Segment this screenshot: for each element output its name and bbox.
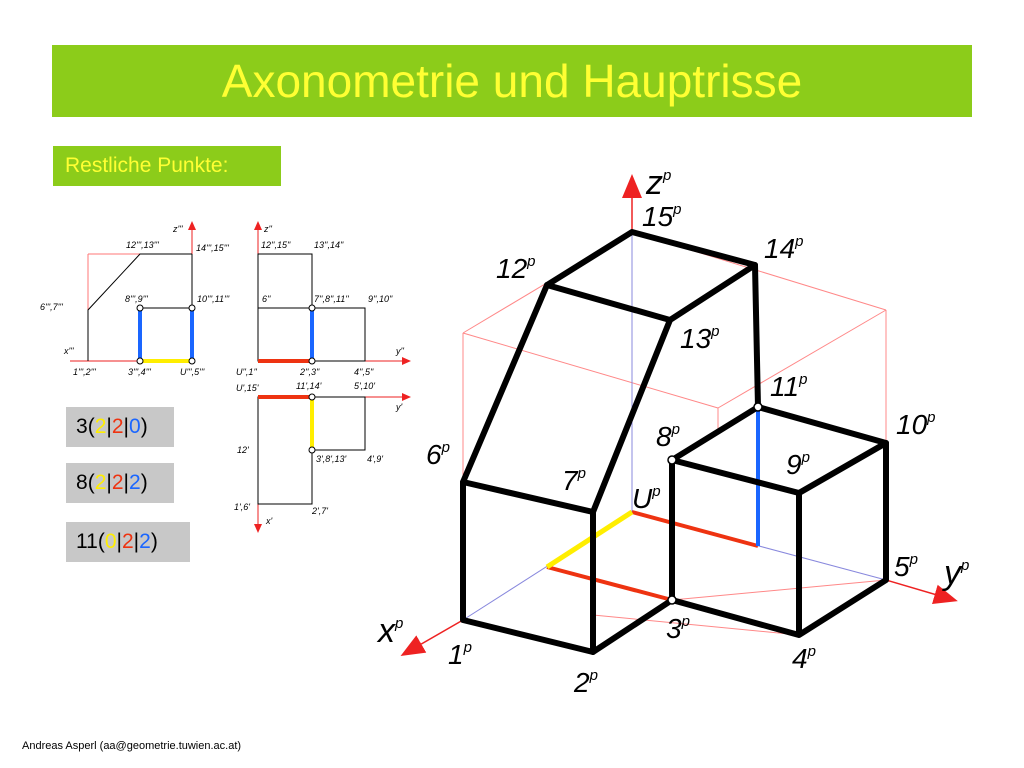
coord-z: 2 <box>139 530 151 553</box>
coord-y: 2 <box>111 415 124 438</box>
point-label: 5',10' <box>354 381 375 391</box>
point-label-8: 8p <box>656 421 680 452</box>
coord-z: 2 <box>129 471 141 494</box>
point-label: 8''',9''' <box>125 294 148 304</box>
coord-x: 0 <box>104 530 117 553</box>
side-outline <box>87 253 192 361</box>
point-label-14: 14p <box>764 233 804 264</box>
coord-box-point-11: 11(0|2|2) <box>66 522 190 562</box>
red-edge <box>631 510 759 548</box>
point-label-15: 15p <box>642 201 682 232</box>
point-marker <box>308 393 316 401</box>
point-label-10: 10p <box>896 409 936 440</box>
axis-label-x: xp <box>376 612 403 650</box>
point-label: 11',14' <box>296 381 322 391</box>
point-label: 4'',5'' <box>354 367 374 377</box>
axis-label-x: x''' <box>63 346 74 356</box>
point-marker <box>308 446 316 454</box>
front-view: z'' y'' 12'',15'' 13'',14'' 6'' 7'',8'',… <box>236 221 411 377</box>
y-axis <box>885 579 958 604</box>
point-label-11: 11p <box>770 371 807 402</box>
point-marker <box>188 304 196 312</box>
coord-z: 0 <box>129 415 141 438</box>
coord-box-point-8: 8(2|2|2) <box>66 463 174 503</box>
point-marker <box>136 357 144 365</box>
top-outline <box>311 396 366 451</box>
yellow-edge <box>545 509 634 570</box>
point-label: 1',6' <box>234 502 250 512</box>
x-axis <box>400 619 464 656</box>
point-marker <box>667 455 677 465</box>
solid-edges <box>460 229 889 655</box>
point-label: 10''',11''' <box>197 294 229 304</box>
coord-label: 8 <box>76 471 88 494</box>
axonometric-view: zp yp xp 15p 14p 12p 13p 11p 10p 8p 6p 9… <box>376 164 969 698</box>
coord-y: 2 <box>121 530 134 553</box>
coord-label: 3 <box>76 415 88 438</box>
point-label: 4',9' <box>367 454 383 464</box>
point-label: 1''',2''' <box>73 367 96 377</box>
point-label-9: 9p <box>786 449 810 480</box>
subtitle-box: Restliche Punkte: <box>53 146 281 186</box>
point-label-7: 7p <box>562 465 586 496</box>
point-label: 13'',14'' <box>314 240 344 250</box>
point-label: 12''',13''' <box>126 240 159 250</box>
coord-box-point-3: 3(2|2|0) <box>66 407 174 447</box>
point-label: U'',1'' <box>236 367 257 377</box>
point-marker <box>308 357 316 365</box>
point-marker <box>136 304 144 312</box>
point-label: 6'' <box>262 294 271 304</box>
point-label: 2'',3'' <box>299 367 320 377</box>
point-label-13: 13p <box>680 323 720 354</box>
axis-label-x: x' <box>265 516 273 526</box>
front-outline <box>311 307 366 362</box>
axis-label-z: zp <box>645 164 671 202</box>
point-label-2: 2p <box>573 667 598 698</box>
top-view: y' x' U',15' 11',14' 5',10' 12' 3',8',13… <box>234 381 411 533</box>
point-label: U''',5''' <box>180 367 205 377</box>
point-label: 2',7' <box>311 506 328 516</box>
point-label: U',15' <box>236 383 259 393</box>
point-marker <box>753 402 763 412</box>
point-label-1: 1p <box>448 639 472 670</box>
point-marker <box>188 357 196 365</box>
point-marker <box>667 595 677 605</box>
subtitle-text: Restliche Punkte: <box>65 154 229 177</box>
point-label: 14''',15''' <box>196 243 229 253</box>
top-outline <box>257 396 313 505</box>
point-label: 6''',7''' <box>40 302 63 312</box>
point-label: 12'',15'' <box>261 240 291 250</box>
coord-y: 2 <box>111 471 124 494</box>
side-view: z''' x''' 12''',13''' 14''',15''' 6''',7… <box>40 221 229 377</box>
point-label: 12' <box>237 445 249 455</box>
axis-label-z: z''' <box>172 224 183 234</box>
point-marker <box>308 304 316 312</box>
footer-credit: Andreas Asperl (aa@geometrie.tuwien.ac.a… <box>22 740 242 752</box>
coord-label: 11 <box>76 530 98 553</box>
point-label: 9'',10'' <box>368 294 393 304</box>
axis-label-y: y'' <box>395 346 404 356</box>
title-banner: Axonometrie und Hauptrisse <box>52 45 972 117</box>
point-label-4: 4p <box>792 643 816 674</box>
point-label: 7'',8'',11'' <box>314 294 349 304</box>
axis-label-y: y' <box>395 402 403 412</box>
point-label: 3''',4''' <box>128 367 151 377</box>
point-label-12: 12p <box>496 253 536 284</box>
coord-x: 2 <box>94 415 107 438</box>
axis-label-y: yp <box>942 554 969 592</box>
point-label: 3',8',13' <box>316 454 346 464</box>
point-label-U: Up <box>632 483 661 514</box>
axis-label-z: z'' <box>263 224 272 234</box>
point-label-3: 3p <box>666 613 690 644</box>
coord-x: 2 <box>94 471 107 494</box>
page-title: Axonometrie und Hauptrisse <box>221 55 803 107</box>
red-edge <box>546 565 673 602</box>
point-label-5: 5p <box>894 551 918 582</box>
point-label-6: 6p <box>426 439 450 470</box>
